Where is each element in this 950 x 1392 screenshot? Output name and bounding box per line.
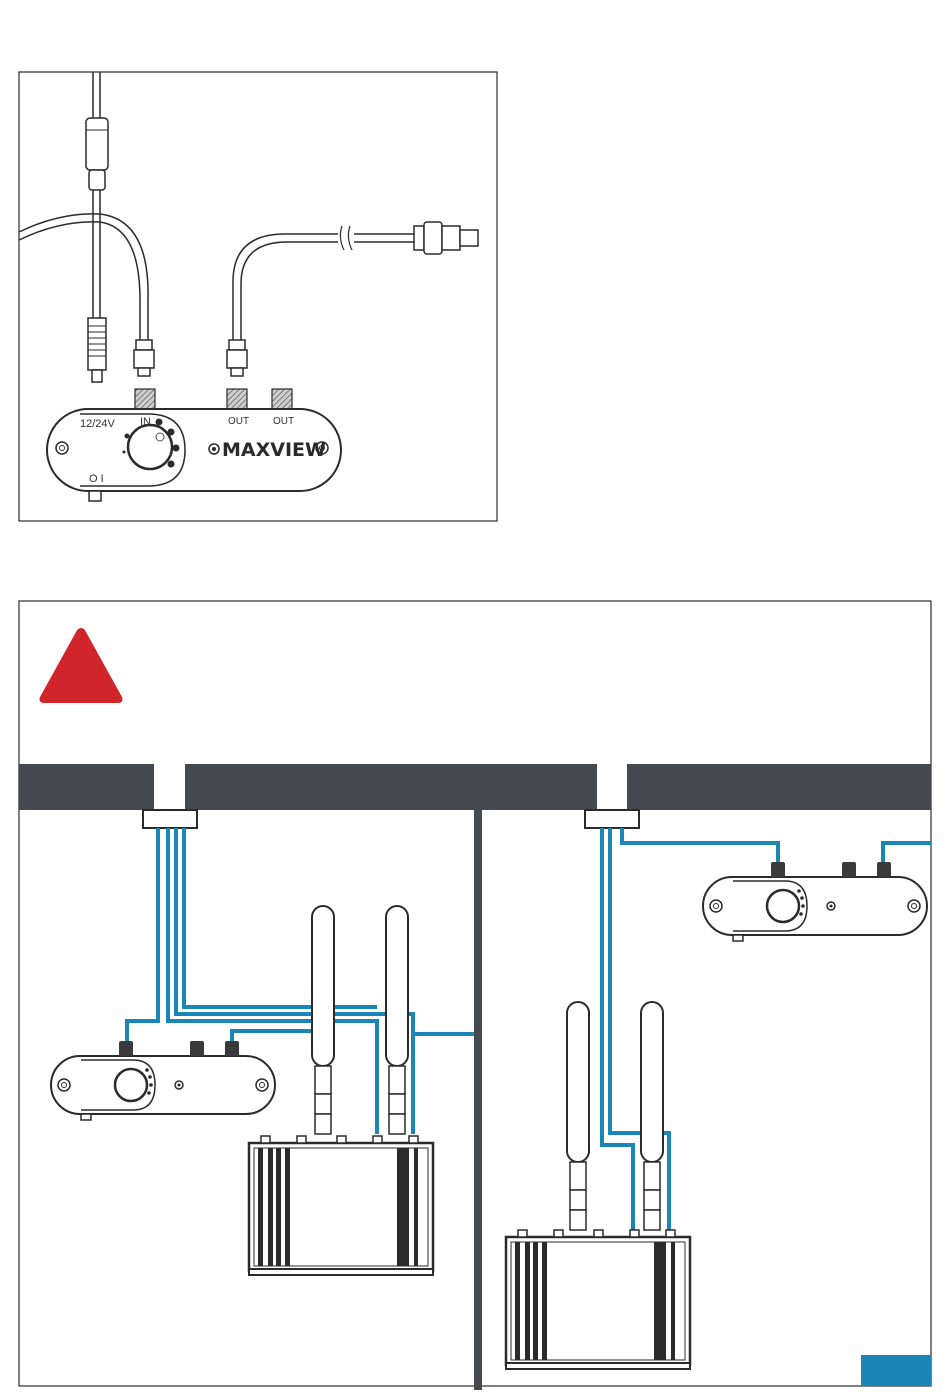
label-out-1: OUT	[228, 416, 249, 427]
label-out-2: OUT	[273, 416, 294, 427]
port-in	[135, 389, 155, 409]
page-corner-tab	[861, 1355, 931, 1386]
router-right	[506, 1230, 690, 1369]
signal-dial	[128, 425, 172, 469]
router-right-antenna-1	[567, 1002, 589, 1230]
router-right-antenna-2	[641, 1002, 663, 1230]
router-left	[249, 1136, 433, 1275]
power-switch	[89, 491, 101, 501]
port-out-1	[227, 389, 247, 409]
brand-logo: MAXVIEW	[222, 439, 326, 461]
router-left-antenna-2	[386, 906, 408, 1134]
label-switch: O I	[89, 473, 104, 485]
amplifier-unit: 12/24V IN OUT OUT O I MAXVIEW	[47, 409, 341, 501]
cable-gland-left	[143, 810, 197, 828]
router-left-antenna-1	[312, 906, 334, 1134]
port-out-2	[272, 389, 292, 409]
partition-wall	[474, 810, 482, 1390]
label-power: 12/24V	[80, 418, 116, 430]
cable-gland-right	[585, 810, 639, 828]
label-in: IN	[140, 416, 151, 428]
